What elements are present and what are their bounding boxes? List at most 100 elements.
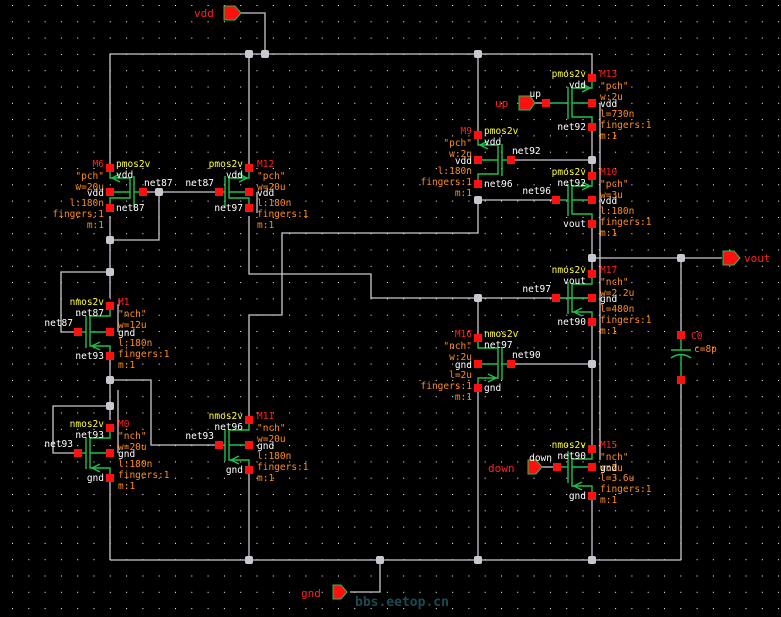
port-vout[interactable]: vout [722,250,771,266]
m13-pin-bulk[interactable] [588,99,596,107]
m16-bottom-net: gnd [484,383,501,394]
wire-vdd-port[interactable] [240,12,266,53]
transistor-m12[interactable]: M12"pch"w=20uvddl:180nfingers:1m:1pmos2v… [185,159,308,231]
m13-pin-top[interactable] [588,74,596,82]
m11-pin-gate[interactable] [215,441,223,449]
m10-pin-gate[interactable] [552,196,560,204]
m16-pin-top[interactable] [474,334,482,342]
m15-pin-top[interactable] [588,445,596,453]
m1-pin-gate[interactable] [74,328,82,336]
m16-pin-gate[interactable] [507,360,515,368]
m9-arrow-icon [478,140,489,150]
wire-net96[interactable] [248,200,479,420]
m6-instance-name: M6 [93,159,105,170]
m10-pin-top[interactable] [588,172,596,180]
m1-pin-bulk[interactable] [106,328,114,336]
m9-pin-bottom[interactable] [474,180,482,188]
m12-pin-top[interactable] [245,164,253,172]
m13-pin-bottom[interactable] [588,123,596,131]
m0-pin-bottom[interactable] [106,474,114,482]
m12-pin-bottom[interactable] [245,204,253,212]
m0-gate-net: net93 [44,439,73,450]
m17-model: "nch" [600,277,629,288]
m0-pin-bulk[interactable] [106,449,114,457]
wire-net93[interactable] [110,379,219,446]
m17-cell-name: nmos2v [552,265,587,276]
m17-top-net: vout [563,276,586,287]
m9-pin-top[interactable] [474,131,482,139]
m1-pin-bottom[interactable] [106,352,114,360]
m15-pin-bulk[interactable] [588,463,596,471]
m17-pin-top[interactable] [588,270,596,278]
m1-top-net: net87 [75,308,104,319]
m1-channel [89,310,111,352]
wire-m1-bulk[interactable] [117,300,120,332]
m11-pin-bulk[interactable] [245,441,253,449]
transistor-m9[interactable]: M9"pch"w:2uvddl:180nfingers:1m:1pmos2vvd… [421,126,541,199]
wire-vdd-rail[interactable] [109,53,593,168]
m1-bulk-net: gnd [118,328,135,339]
watermark: bbs.eetop.cn [355,595,449,610]
m6-pin-top[interactable] [106,164,114,172]
m1-pin-top[interactable] [106,302,114,310]
m15-pin-bottom[interactable] [588,492,596,500]
m12-fingers: fingers:1 [257,209,309,220]
port-up[interactable]: up [495,95,536,111]
c0-pin-top[interactable] [677,331,685,339]
m6-pin-gate[interactable] [139,188,147,196]
transistor-m1[interactable]: M1"nch"w=12ugndl:180nfingers:1m:1nmos2vn… [44,297,169,371]
port-gnd[interactable]: gnd [301,584,348,600]
m6-channel [109,172,131,204]
transistor-m6[interactable]: M6"pch"w=20uvddl:180nfingers:1m:1pmos2vv… [53,159,173,231]
m12-pin-gate[interactable] [215,188,223,196]
c0-pin-bottom[interactable] [677,376,685,384]
m0-pin-gate[interactable] [74,449,82,457]
m17-pin-bottom[interactable] [588,318,596,326]
m13-length: l=730n [600,109,634,120]
wire-gnd-port[interactable] [350,560,381,593]
m0-length: l:180n [118,459,152,470]
wire-m1-gate[interactable] [60,271,110,333]
m16-cell-name: nmos2v [484,329,519,340]
m13-arrow-icon [581,83,592,93]
m10-pin-bulk[interactable] [588,196,596,204]
m6-pin-bulk[interactable] [106,188,114,196]
transistor-m0[interactable]: M0"nch"w=20ugndl:180nfingers:1m:1nmos2vn… [44,419,169,492]
transistor-m15[interactable]: M15"nch"w:2ugndl=3.6ufingers:1m:1nmos2vn… [529,440,652,506]
m11-pin-top[interactable] [245,416,253,424]
m16-arrow-icon [487,373,498,383]
m16-pin-bottom[interactable] [474,384,482,392]
m17-pin-gate[interactable] [552,294,560,302]
m16-fingers: fingers:1 [421,381,473,392]
capacitor-c0[interactable]: C0 c=8p [670,331,717,384]
wire-m0-gate[interactable] [52,405,110,454]
m16-length: l=2u [449,370,472,381]
m6-width: w=20u [75,182,104,193]
m12-multiplier: m:1 [257,220,274,231]
m9-pin-bulk[interactable] [474,156,482,164]
capacitor-plate-bottom [670,353,692,359]
m1-arrow-icon [90,341,101,351]
m10-pin-bottom[interactable] [588,220,596,228]
transistor-m11[interactable]: M11"nch"w=20ugndl:180nfingers:1m:1nmos2v… [185,411,308,484]
m17-pin-bulk[interactable] [588,294,596,302]
m12-pin-bulk[interactable] [245,188,253,196]
port-down[interactable]: down [488,459,543,475]
m11-pin-bottom[interactable] [245,466,253,474]
m6-pin-bottom[interactable] [106,204,114,212]
port-vdd[interactable]: vdd [194,5,242,21]
wire-net87-loop[interactable] [110,192,160,241]
transistor-m13[interactable]: M13"pch"w:2uvddl=730nfingers:1m:1pmos2vv… [530,69,652,142]
m6-top-net: vdd [116,170,133,181]
m9-pin-gate[interactable] [507,156,515,164]
m15-bulk-net: gnd [600,463,617,474]
transistor-m16[interactable]: M16"nch"w:2ugndl=2ufingers:1m:1nmos2vnet… [421,329,541,403]
wire-net97[interactable] [248,216,592,299]
m13-pin-gate[interactable] [542,99,550,107]
m16-pin-bulk[interactable] [474,360,482,368]
transistor-m17[interactable]: M17"nch"w=2.2ugndl=480nfingers:1m:1nmos2… [522,265,651,337]
transistor-m10[interactable]: M10"pch"w=3uvddl:180nfingers:1m:1pmos2vn… [522,167,651,239]
m0-pin-top[interactable] [106,424,114,432]
m15-pin-gate[interactable] [553,463,561,471]
